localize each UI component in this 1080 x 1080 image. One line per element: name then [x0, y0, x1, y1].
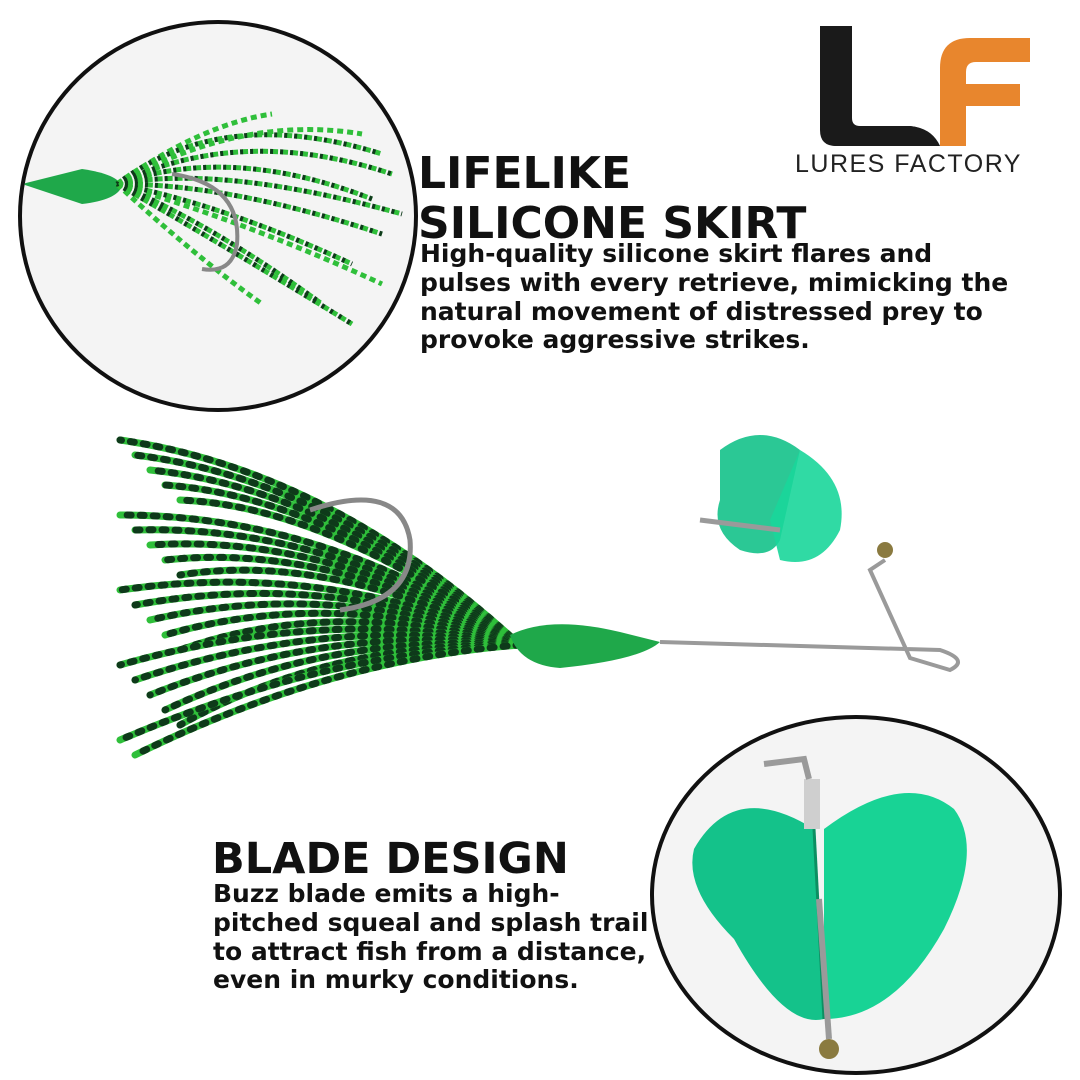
skirt-heading-line2: SILICONE SKIRT [418, 198, 807, 249]
skirt-heading-line1: LIFELIKE [418, 148, 632, 199]
skirt-heading: LIFELIKE SILICONE SKIRT [418, 152, 938, 252]
brand-name: LURES FACTORY [795, 150, 1022, 178]
buzzbait-lure-image [116, 435, 960, 759]
blade-heading: BLADE DESIGN [212, 834, 569, 884]
blade-description: Buzz blade emits a high-pitched squeal a… [213, 879, 649, 995]
blade-closeup-image [650, 715, 1062, 1075]
lures-factory-logo [820, 26, 1030, 146]
skirt-description: High-quality silicone skirt flares and p… [420, 239, 1009, 355]
skirt-closeup-image [18, 20, 418, 412]
